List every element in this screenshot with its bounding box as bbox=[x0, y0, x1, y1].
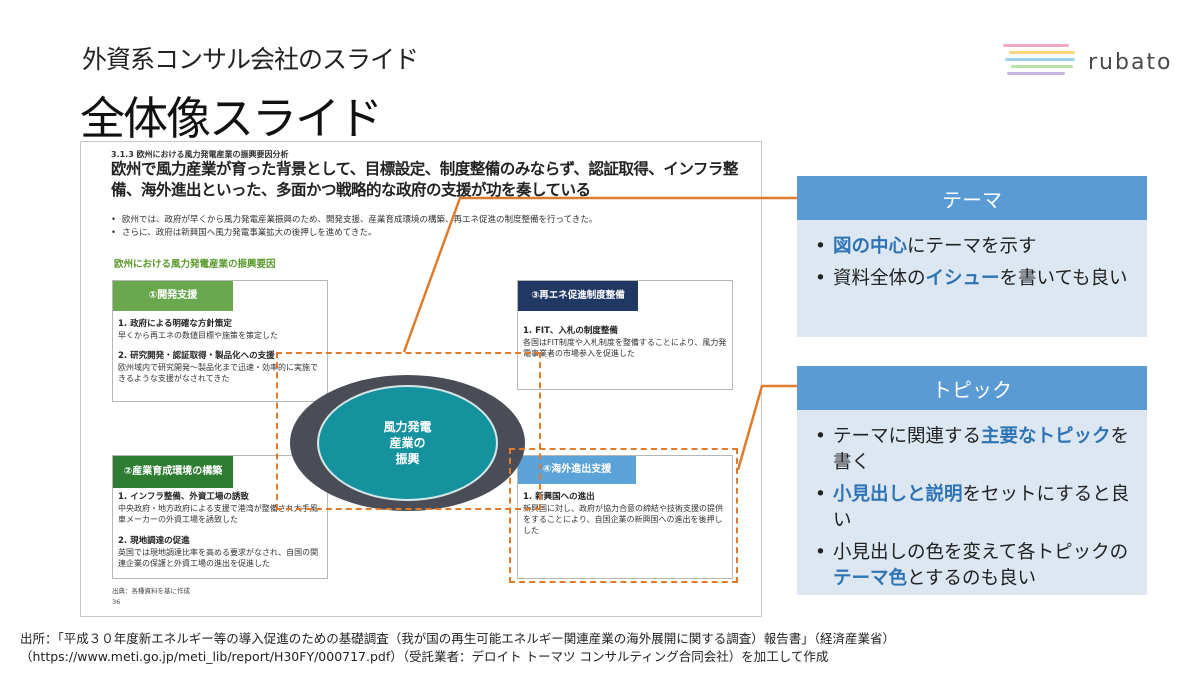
slide-title: 全体像スライド bbox=[80, 92, 383, 145]
bullet-text: とするのも良い bbox=[907, 568, 1036, 589]
factor-item-text: 早くから再エネの数値目標や施策を策定した bbox=[118, 331, 278, 340]
topic-card-list: テーマに関連する主要なトピックを書く小見出しと説明をセットにすると良い小見出しの… bbox=[797, 410, 1147, 592]
factor-box-dev: ①開発支援 1. 政府による明確な方針策定 早くから再エネの数値目標や施策を策定… bbox=[112, 280, 328, 402]
doc-bullet-list: 欧州では、政府が早くから風力発電産業振興のため、開発支援、産業育成環境の構築、再… bbox=[111, 214, 597, 240]
doc-factor-heading: 欧州における風力発電産業の振興要因 bbox=[114, 259, 276, 270]
factor-item-text: 新興国に対し、政府が協力合意の締結や技術支援の提供をすることにより、自国企業の新… bbox=[523, 504, 723, 535]
topic-card-heading: トピック bbox=[797, 366, 1147, 410]
factor-item-text: 中央政府・地方政府による支援で港湾が整備され大手風車メーカーの外資工場を誘致した bbox=[118, 504, 318, 524]
bullet-text: をセットにすると良い bbox=[833, 484, 1130, 531]
rubato-logo: rubato bbox=[1003, 42, 1178, 82]
factor-item-title: 1. 政府による明確な方針策定 bbox=[118, 319, 232, 329]
factor-tag-policy: ③再エネ促進制度整備 bbox=[518, 281, 638, 311]
topic-card: トピック テーマに関連する主要なトピックを書く小見出しと説明をセットにすると良い… bbox=[797, 366, 1147, 595]
factor-item: 1. インフラ整備、外資工場の誘致 中央政府・地方政府による支援で港湾が整備され… bbox=[118, 492, 323, 525]
factor-item: 1. FIT、入札の制度整備 各国はFIT制度や入札制度を整備することにより、風… bbox=[523, 326, 728, 359]
source-citation: 出所：「平成３０年度新エネルギー等の導入促進のための基礎調査（我が国の再生可能エ… bbox=[20, 630, 895, 666]
bullet-text: 資料全体の bbox=[833, 268, 926, 289]
factor-tag-env: ②産業育成環境の構築 bbox=[113, 456, 233, 488]
logo-wordmark: rubato bbox=[1088, 50, 1173, 75]
factor-box-env: ②産業育成環境の構築 1. インフラ整備、外資工場の誘致 中央政府・地方政府によ… bbox=[112, 455, 328, 579]
factor-item-title: 1. 新興国への進出 bbox=[523, 492, 595, 502]
bullet-text: にテーマを示す bbox=[907, 236, 1037, 257]
doc-bullet: さらに、政府は新興国へ風力発電事業拡大の後押しを進めてきた。 bbox=[111, 227, 597, 240]
factor-item-text: 各国はFIT制度や入札制度を整備することにより、風力発電事業者の市場参入を促進し… bbox=[523, 338, 727, 358]
center-theme-text: 風力発電 産業の 振興 bbox=[383, 420, 432, 466]
bullet-text: を書いても良い bbox=[999, 268, 1128, 289]
card-bullet: テーマに関連する主要なトピックを書く bbox=[811, 424, 1133, 476]
highlight-text: 主要なトピック bbox=[981, 426, 1111, 447]
highlight-text: 小見出しと説明 bbox=[833, 484, 963, 505]
factor-item-title: 2. 研究開発・認証取得・製品化への支援 bbox=[118, 351, 275, 361]
card-bullet: 小見出しと説明をセットにすると良い bbox=[811, 482, 1133, 534]
bullet-text: 小見出しの色を変えて各トピックの bbox=[833, 542, 1129, 563]
highlight-text: 図の中心 bbox=[833, 236, 908, 257]
doc-source-note: 出典：各種資料を基に作成 bbox=[112, 587, 190, 595]
citation-line-2: （https://www.meti.go.jp/meti_lib/report/… bbox=[20, 649, 829, 664]
theme-card-list: 図の中心にテーマを示す資料全体のイシューを書いても良い bbox=[797, 220, 1147, 292]
bullet-text: を書く bbox=[833, 426, 1130, 473]
factor-item-text: 欧州域内で研究開発～製品化まで迅速・効率的に実施できるような支援がなされてきた bbox=[118, 363, 318, 383]
factor-tag-dev: ①開発支援 bbox=[113, 281, 233, 311]
highlight-text: イシュー bbox=[925, 268, 1000, 289]
theme-highlight-box bbox=[276, 352, 541, 510]
citation-line-1: 出所：「平成３０年度新エネルギー等の導入促進のための基礎調査（我が国の再生可能エ… bbox=[20, 631, 896, 646]
bullet-text: テーマに関連する bbox=[833, 426, 982, 447]
factor-box-policy: ③再エネ促進制度整備 1. FIT、入札の制度整備 各国はFIT制度や入札制度を… bbox=[517, 280, 733, 390]
factor-item: 2. 現地調達の促進 英国では現地調達比率を高める要求がなされ、自国の関連企業の… bbox=[118, 536, 323, 569]
factor-item-text: 英国では現地調達比率を高める要求がなされ、自国の関連企業の保護と外資工場の進出を… bbox=[118, 548, 319, 568]
factor-tag-overseas: ④海外進出支援 bbox=[518, 456, 636, 484]
theme-card-heading: テーマ bbox=[797, 176, 1147, 220]
doc-page-number: 36 bbox=[112, 598, 121, 606]
factor-item: 1. 政府による明確な方針策定 早くから再エネの数値目標や施策を策定した bbox=[118, 319, 323, 341]
factor-item: 1. 新興国への進出 新興国に対し、政府が協力合意の締結や技術支援の提供をするこ… bbox=[523, 492, 728, 536]
factor-item-title: 1. インフラ整備、外資工場の誘致 bbox=[118, 492, 249, 502]
center-theme-circle: 風力発電 産業の 振興 bbox=[317, 385, 498, 501]
factor-item-title: 1. FIT、入札の制度整備 bbox=[523, 326, 618, 336]
highlight-text: テーマ色 bbox=[833, 568, 908, 589]
factor-item-title: 2. 現地調達の促進 bbox=[118, 536, 190, 546]
card-bullet: 資料全体のイシューを書いても良い bbox=[811, 266, 1133, 292]
logo-stripes-icon bbox=[1003, 44, 1075, 75]
slide-subtitle: 外資系コンサル会社のスライド bbox=[82, 45, 419, 74]
card-bullet: 図の中心にテーマを示す bbox=[811, 234, 1133, 260]
theme-card: テーマ 図の中心にテーマを示す資料全体のイシューを書いても良い bbox=[797, 176, 1147, 337]
factor-item: 2. 研究開発・認証取得・製品化への支援 欧州域内で研究開発～製品化まで迅速・効… bbox=[118, 351, 318, 384]
factor-box-overseas: ④海外進出支援 1. 新興国への進出 新興国に対し、政府が協力合意の締結や技術支… bbox=[517, 455, 733, 579]
doc-headline: 欧州で風力産業が育った背景として、目標設定、制度整備のみならず、認証取得、インフ… bbox=[111, 160, 738, 199]
topic-highlight-box bbox=[509, 448, 738, 583]
doc-bullet: 欧州では、政府が早くから風力発電産業振興のため、開発支援、産業育成環境の構築、再… bbox=[111, 214, 597, 227]
doc-section-number: 3.1.3 欧州における風力発電産業の振興要因分析 bbox=[111, 150, 289, 159]
card-bullet: 小見出しの色を変えて各トピックのテーマ色とするのも良い bbox=[811, 540, 1133, 592]
